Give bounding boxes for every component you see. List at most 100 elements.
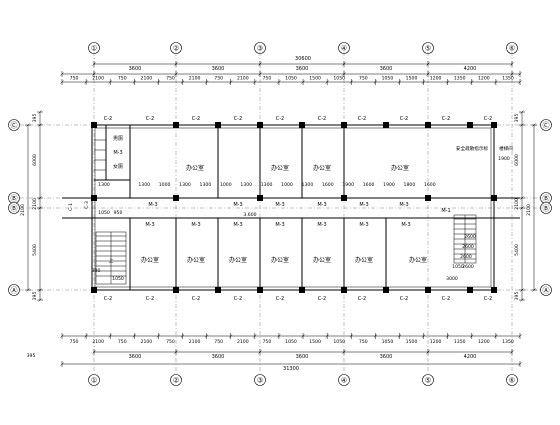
column	[491, 195, 497, 201]
dim-top-detail: 1050	[333, 76, 345, 82]
small-dim: 300	[92, 268, 101, 274]
dim-bottom-detail: 1500	[309, 339, 321, 345]
stair-up: 上	[108, 257, 113, 264]
column	[91, 195, 97, 201]
dim-top-detail: 2100	[141, 76, 153, 82]
dim-bottom-detail: 1350	[502, 339, 514, 345]
dim-bottom-bay: 3600	[212, 354, 225, 360]
stairs	[95, 214, 477, 285]
grid-bubble-label: ②	[173, 377, 179, 385]
room-label-south: 办公室	[229, 256, 247, 264]
text-labels: 3600 3600 3600 3600 4200 30600 750 2100 750 2100 7…	[20, 56, 532, 372]
dim-top-detail: 750	[166, 76, 175, 82]
corridor-dim: 1900	[383, 182, 395, 188]
grid-bubble-label: ④	[341, 45, 347, 53]
window-label-north: C-2	[400, 116, 408, 122]
dim-left: 6000	[32, 154, 38, 166]
grid-bubble-label: Ⓑ	[543, 195, 550, 203]
dim-bottom-detail: 750	[118, 339, 127, 345]
room-label-south: 办公室	[271, 256, 289, 264]
dim-top-bay: 3600	[129, 66, 142, 72]
column	[91, 122, 97, 128]
dim-left: 5400	[32, 244, 38, 256]
small-dim: 2600	[462, 264, 474, 270]
dim-bottom-bay: 4200	[464, 354, 477, 360]
dim-top-detail: 750	[118, 76, 127, 82]
small-dim: 2600	[460, 254, 472, 260]
window-label-north: C-2	[104, 116, 112, 122]
small-dim: 2600	[464, 234, 476, 240]
column	[341, 287, 347, 293]
grid-bubble-label: ⑤	[425, 45, 431, 53]
grid-bubble	[170, 374, 182, 386]
small-dim: 1050	[112, 276, 124, 282]
window-label-south: C-2	[146, 296, 154, 302]
column	[491, 122, 497, 128]
dim-bottom-bay: 3600	[380, 354, 393, 360]
dim-top-detail: 1200	[478, 76, 490, 82]
corridor-dim: 1600	[424, 182, 436, 188]
door-label-south: M-3	[191, 222, 200, 228]
dim-top-detail: 2100	[92, 76, 104, 82]
corridor-dim: 1300	[179, 182, 191, 188]
dim-bottom-detail: 1050	[285, 339, 297, 345]
west-window: C-3	[84, 201, 90, 209]
dim-bottom-detail: 750	[166, 339, 175, 345]
grid-bubble	[338, 374, 350, 386]
dim-top-detail: 1050	[382, 76, 394, 82]
grid-bubble-label: ①	[91, 45, 97, 53]
grid-bubble-label: ③	[257, 377, 263, 385]
room-label-south: 办公室	[313, 256, 331, 264]
room-label-north: 办公室	[313, 164, 331, 172]
small-dim: 1050	[452, 264, 464, 270]
column	[383, 287, 389, 293]
column	[173, 195, 179, 201]
dim-bottom-detail: 2100	[189, 339, 201, 345]
column	[491, 287, 497, 293]
door-label-north: M-3	[148, 202, 157, 208]
dim-bottom-bay: 3600	[129, 354, 142, 360]
window-label-south: C-2	[276, 296, 284, 302]
door-label-south: M-3	[317, 222, 326, 228]
grid-bubble	[506, 374, 518, 386]
door-label-south: M-3	[401, 222, 410, 228]
room-label-south: 办公室	[409, 256, 427, 264]
dim-top-detail: 1050	[285, 76, 297, 82]
corridor-dim: 1000	[281, 182, 293, 188]
grid-bubble	[8, 284, 20, 296]
west-window-c1: C-1	[68, 203, 74, 211]
grid-bubble-label: ①	[91, 377, 97, 385]
dim-left-outer: 2100	[20, 204, 26, 216]
outer-wall-inner	[94, 127, 492, 288]
corridor-dim: 1300	[200, 182, 212, 188]
dim-top-total: 30600	[295, 56, 311, 62]
toilet-door: M-3	[113, 150, 122, 156]
dim-bottom-detail: 1200	[430, 339, 442, 345]
dim-bottom-detail: 2100	[141, 339, 153, 345]
small-dim: 950	[114, 210, 123, 216]
dim-bottom-detail: 750	[263, 339, 272, 345]
corridor-dim: 1900	[342, 182, 354, 188]
dim-top-detail: 750	[359, 76, 368, 82]
dim-bottom-edge: 395	[27, 353, 36, 359]
column	[215, 287, 221, 293]
grid-bubble	[8, 202, 20, 214]
column	[341, 122, 347, 128]
window-label-south: C-2	[400, 296, 408, 302]
column	[425, 122, 431, 128]
grid-bubble	[540, 284, 552, 296]
door-label-north: M-3	[233, 202, 242, 208]
door-label-south: M-3	[233, 222, 242, 228]
dim-right-outer: 2100	[526, 204, 532, 216]
column	[299, 287, 305, 293]
grid-bubble-label: Ⓐ	[11, 287, 18, 295]
column	[299, 122, 305, 128]
room-label-south: 办公室	[141, 256, 159, 264]
walls	[62, 124, 520, 291]
dim-top-detail: 1350	[454, 76, 466, 82]
dim-bottom-detail: 750	[214, 339, 223, 345]
column	[383, 122, 389, 128]
